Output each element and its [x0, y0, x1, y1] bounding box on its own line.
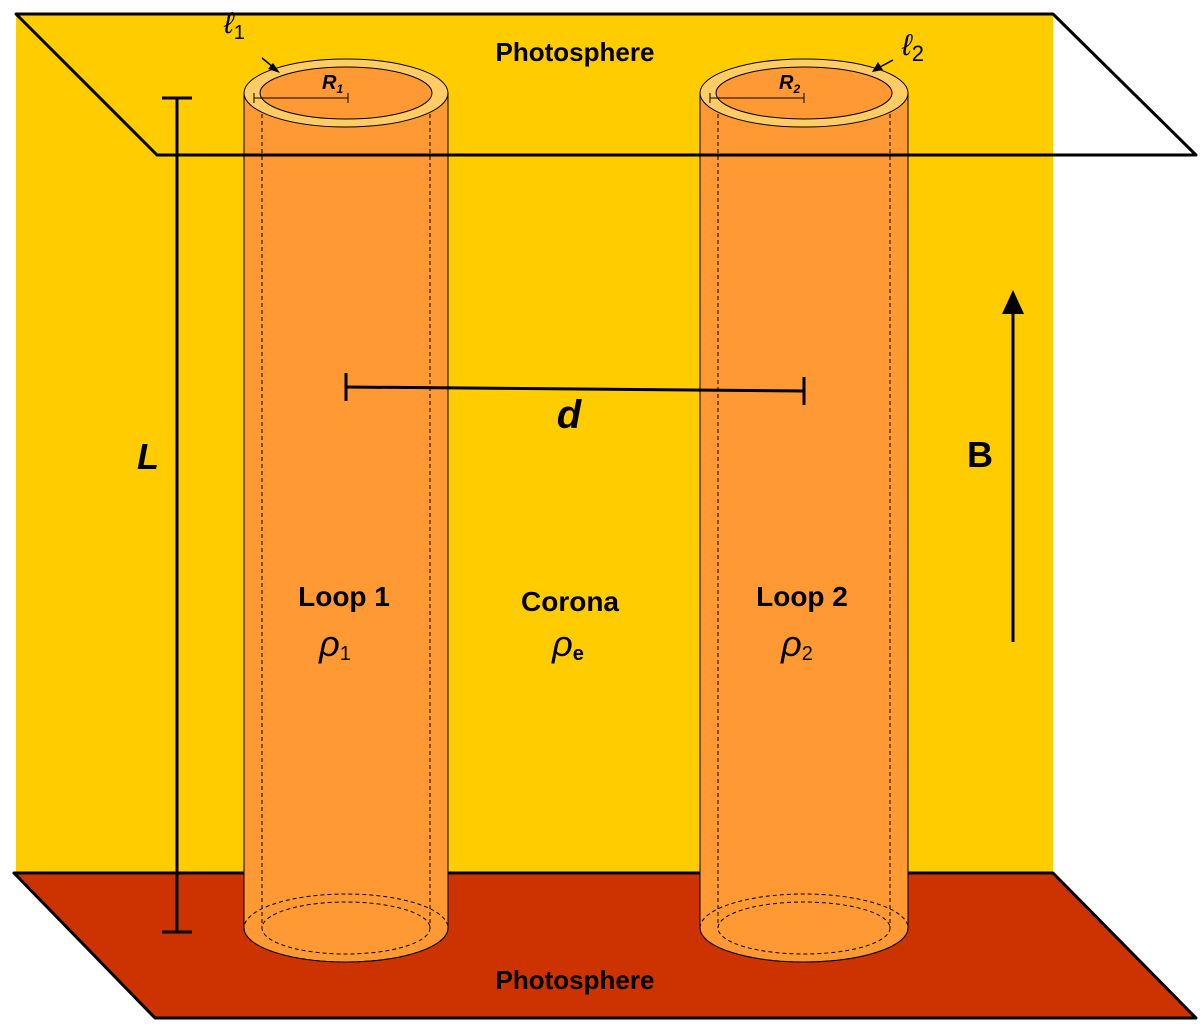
- loop-1-name: Loop 1: [298, 581, 390, 612]
- upper-photosphere-plane: [14, 12, 1198, 157]
- loop-2-tube: [699, 58, 909, 963]
- loop-2-density: ρ2: [780, 623, 813, 665]
- corona-density: ρe: [551, 623, 584, 665]
- loop-2-layer-label: ℓ2: [901, 29, 924, 66]
- field-label: B: [967, 434, 993, 475]
- loop-2-radius-label: R2: [779, 72, 800, 96]
- loop-1-density: ρ1: [318, 623, 351, 665]
- magnetic-field-arrow: [1002, 290, 1024, 642]
- loop-2-name: Loop 2: [756, 581, 848, 612]
- separation-bracket: [344, 373, 806, 405]
- loop-1-tube: [243, 58, 449, 963]
- length-label: L: [137, 436, 159, 477]
- corona-name: Corona: [521, 586, 619, 617]
- layer-2-pointer: [872, 59, 894, 72]
- lower-photosphere-label: Photosphere: [496, 965, 655, 995]
- upper-photosphere-label: Photosphere: [496, 37, 655, 67]
- loop-1-radius-label: R1: [322, 72, 343, 96]
- layer-1-pointer: [261, 57, 280, 73]
- length-bracket: [162, 96, 192, 934]
- lower-photosphere-plane: [12, 871, 1198, 1020]
- loop-1-layer-label: ℓ1: [223, 7, 245, 44]
- separation-label: d: [557, 393, 583, 437]
